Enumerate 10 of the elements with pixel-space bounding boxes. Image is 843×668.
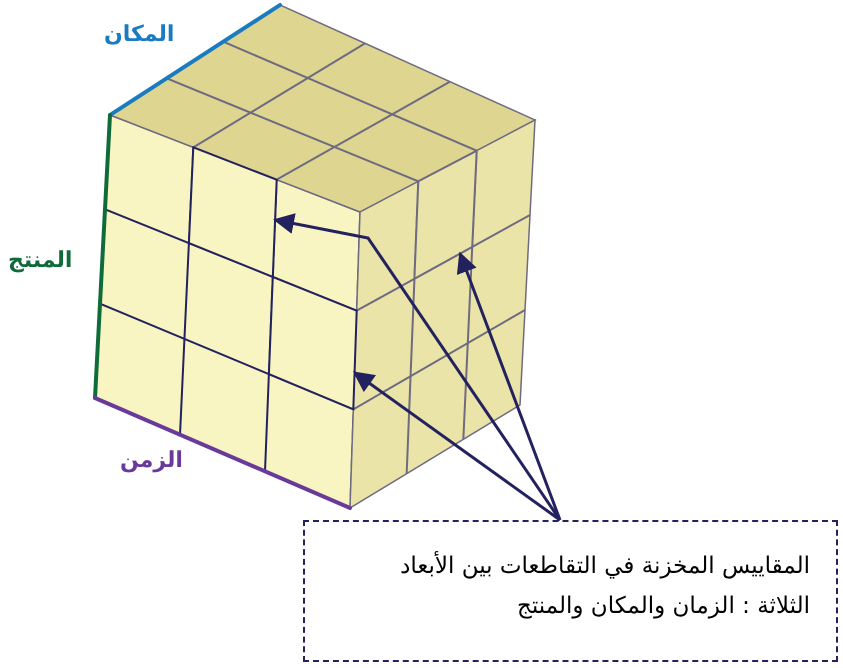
axis-label: المنتج bbox=[8, 248, 72, 273]
axis-label: الزمن bbox=[120, 448, 183, 473]
cube-cell bbox=[268, 275, 358, 411]
arrow bbox=[352, 371, 561, 522]
note-text: المقاييس المخزنة في التقاطعات بين الأبعاد الثلاثة : الزمان والمكان والمنتج bbox=[399, 550, 810, 621]
axis-label: المكان bbox=[104, 22, 174, 47]
cube-cell bbox=[188, 146, 278, 278]
note-box bbox=[303, 520, 838, 662]
cube-cell bbox=[413, 149, 478, 281]
arrow bbox=[456, 252, 562, 521]
